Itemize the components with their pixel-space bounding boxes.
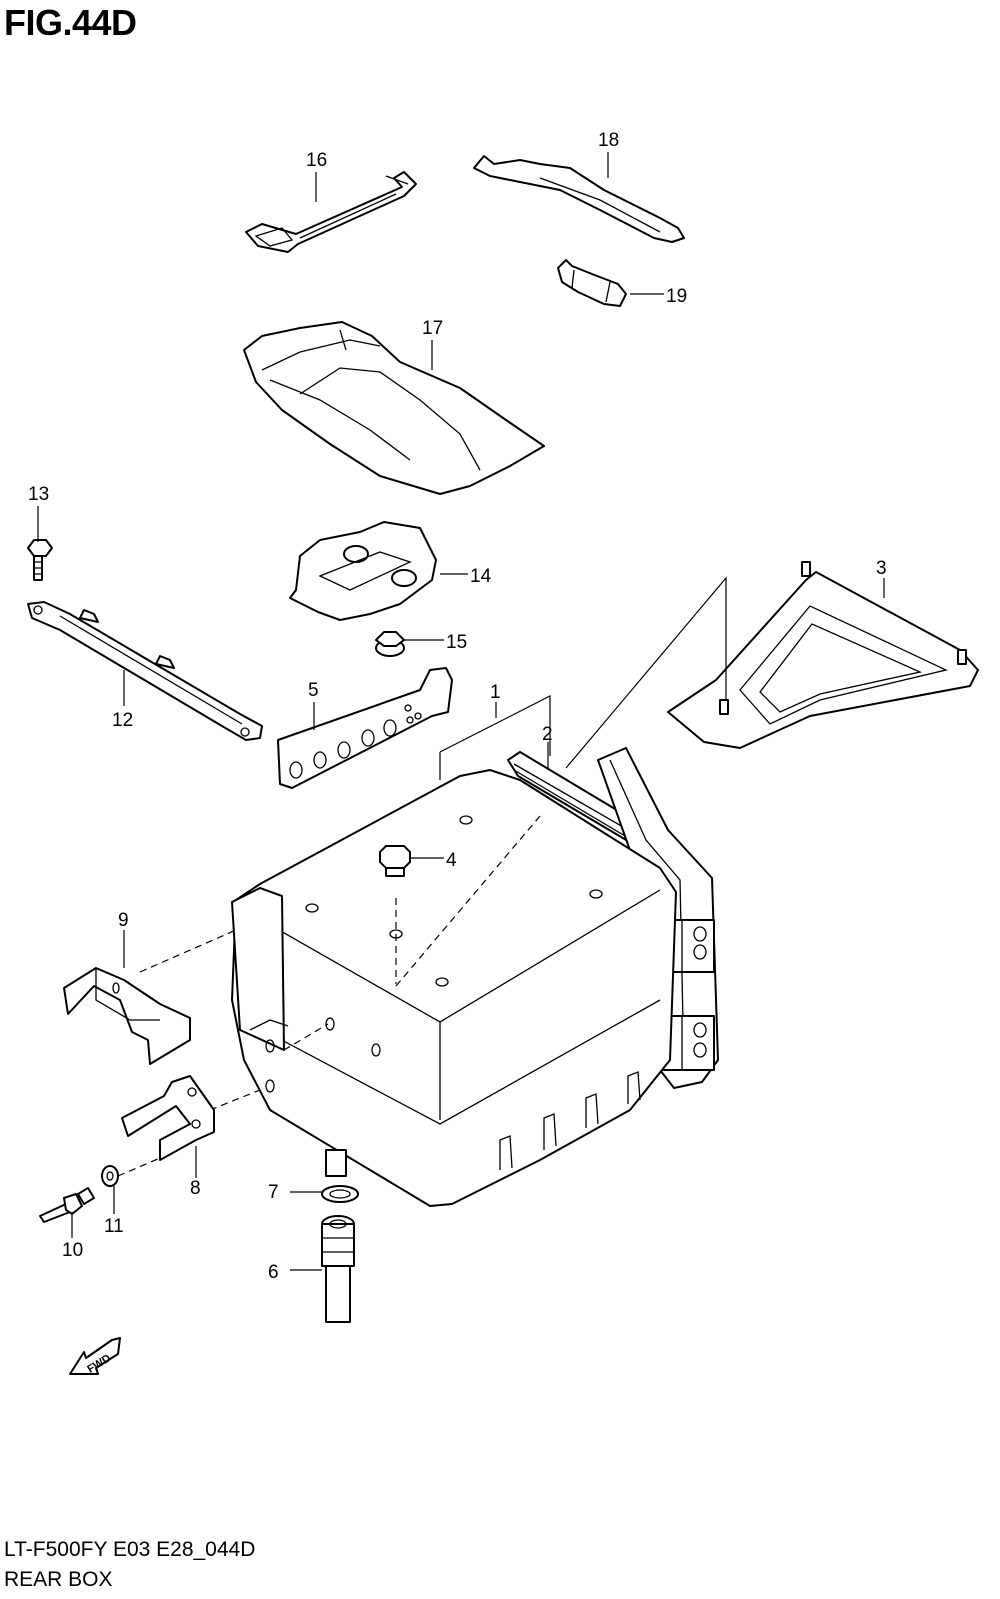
section-name: REAR BOX [4, 1568, 113, 1591]
part-16-strap [245, 171, 417, 253]
fwd-arrow-icon: FWD [69, 1337, 121, 1376]
part-1-rear-box [231, 769, 677, 1207]
part-18-tool [473, 155, 685, 243]
callout-9: 9 [118, 910, 129, 931]
part-13-bolt [27, 539, 53, 581]
part-15-nut [375, 631, 405, 657]
model-code: LT-F500FY E03 E28_044D [4, 1538, 256, 1561]
part-17-tool-bag [243, 321, 545, 495]
assembly-line-8 [209, 1089, 261, 1111]
callout-4: 4 [446, 850, 457, 871]
part-14-plate [289, 521, 437, 621]
leader-lines [37, 152, 885, 1271]
part-10-bolt [39, 1187, 95, 1223]
part-5-rail [277, 667, 453, 789]
callout-19: 19 [666, 286, 687, 307]
callout-15: 15 [446, 632, 467, 653]
part-7-clip [321, 1149, 359, 1203]
assembly-line-9 [139, 929, 237, 973]
callout-10: 10 [62, 1240, 83, 1261]
assembly-line-frame [565, 576, 727, 769]
assembly-line-lid [395, 815, 541, 987]
callout-13: 13 [28, 484, 49, 505]
part-6-hose [321, 1215, 355, 1323]
figure-title: FIG.44D [4, 2, 137, 43]
callout-1: 1 [490, 682, 501, 703]
callout-18: 18 [598, 130, 619, 151]
callout-3: 3 [876, 558, 887, 579]
callout-16: 16 [306, 150, 327, 171]
assembly-bracket-1 [439, 695, 551, 780]
part-19-plug [557, 259, 627, 307]
callout-11: 11 [104, 1216, 124, 1237]
part-12-bracket [27, 601, 263, 741]
part-9-bracket [63, 967, 191, 1065]
callout-17: 17 [422, 318, 443, 339]
part-11-washer [101, 1165, 119, 1187]
callout-2: 2 [542, 724, 553, 745]
callout-5: 5 [308, 680, 319, 701]
callout-6: 6 [268, 1262, 279, 1283]
callout-14: 14 [470, 566, 492, 587]
callout-7: 7 [268, 1182, 279, 1203]
callout-8: 8 [190, 1178, 201, 1199]
assembly-line-11 [117, 1157, 161, 1177]
part-4-nut [379, 845, 411, 877]
assembly-line-side [283, 1023, 329, 1051]
part-8-latch [121, 1075, 215, 1161]
part-3-frame [667, 561, 979, 749]
callout-12: 12 [112, 710, 133, 731]
